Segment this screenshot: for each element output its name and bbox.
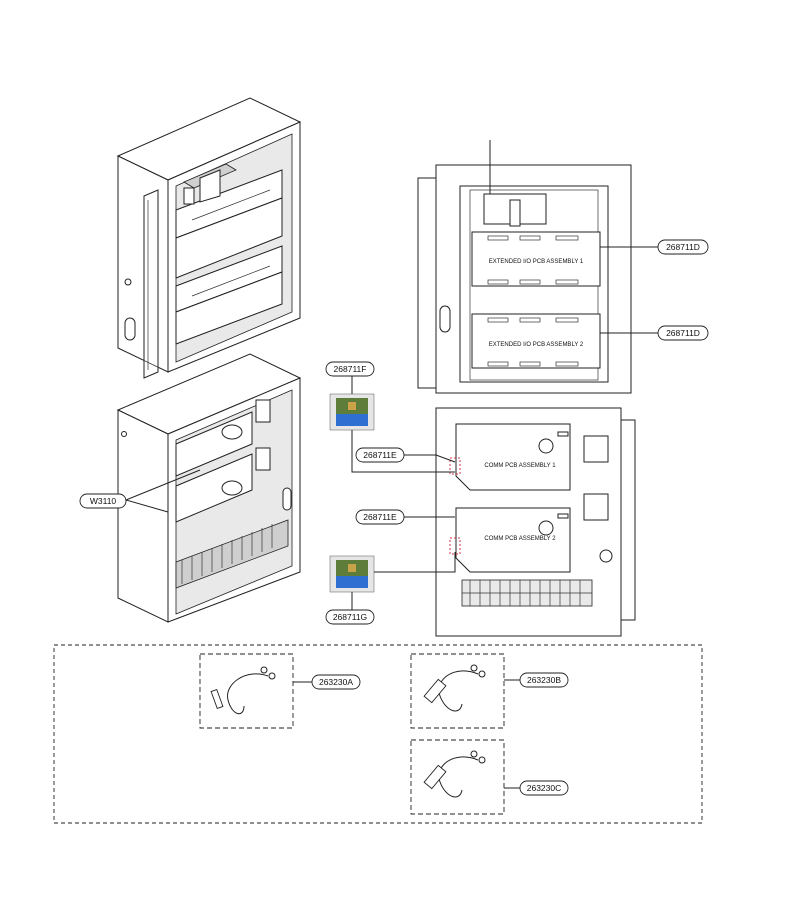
callout-sensor-a: 263230A: [311, 674, 361, 690]
callout-pcb-g: 268711G: [325, 609, 375, 625]
ext-io-1-label: EXTENDED I/O PCB ASSEMBLY 1: [489, 259, 584, 265]
svg-text:263230C: 263230C: [527, 783, 562, 793]
ext-io-2-label: EXTENDED I/O PCB ASSEMBLY 2: [489, 342, 584, 348]
callout-sensor-c: 263230C: [519, 780, 569, 796]
svg-text:268711E: 268711E: [363, 512, 397, 522]
svg-text:268711G: 268711G: [333, 612, 367, 622]
svg-text:263230B: 263230B: [527, 675, 561, 685]
cabinet-upper-iso: [116, 97, 302, 379]
sensor-c-drawing: [423, 750, 486, 798]
pcb-g-image: [329, 555, 375, 610]
callout-ext-io-1: 268711D: [657, 239, 709, 255]
callout-pcb-f: 268711F: [325, 361, 375, 377]
callout-ext-io-2: 268711D: [657, 325, 709, 341]
panel-extended-io: EXTENDED I/O PCB ASSEMBLY 1 EXTENDED I/O…: [417, 140, 658, 394]
sensor-b-drawing: [423, 664, 486, 712]
sensor-kit-region: 263230A 263230B 263230C: [53, 644, 703, 824]
sensor-a-drawing: [210, 666, 276, 715]
svg-text:W3110: W3110: [90, 496, 117, 506]
callout-sensor-b: 263230B: [519, 672, 569, 688]
pcb-f-image: [329, 376, 375, 431]
panel-comm: COMM PCB ASSEMBLY 1 COMM PCB ASSEMBLY 2: [435, 407, 636, 637]
svg-text:268711D: 268711D: [666, 328, 700, 338]
callout-w3110: W3110: [79, 493, 127, 509]
svg-text:268711D: 268711D: [666, 242, 700, 252]
comm-2-label: COMM PCB ASSEMBLY 2: [484, 536, 556, 542]
callout-comm-1: 268711E: [355, 447, 405, 463]
cabinet-lower-iso: [116, 353, 302, 623]
svg-text:268711F: 268711F: [334, 364, 367, 374]
comm-1-label: COMM PCB ASSEMBLY 1: [484, 463, 556, 469]
ext-io-1-connectors: [487, 235, 579, 367]
svg-text:268711E: 268711E: [363, 450, 397, 460]
svg-text:263230A: 263230A: [319, 677, 353, 687]
callout-comm-2: 268711E: [355, 509, 405, 525]
